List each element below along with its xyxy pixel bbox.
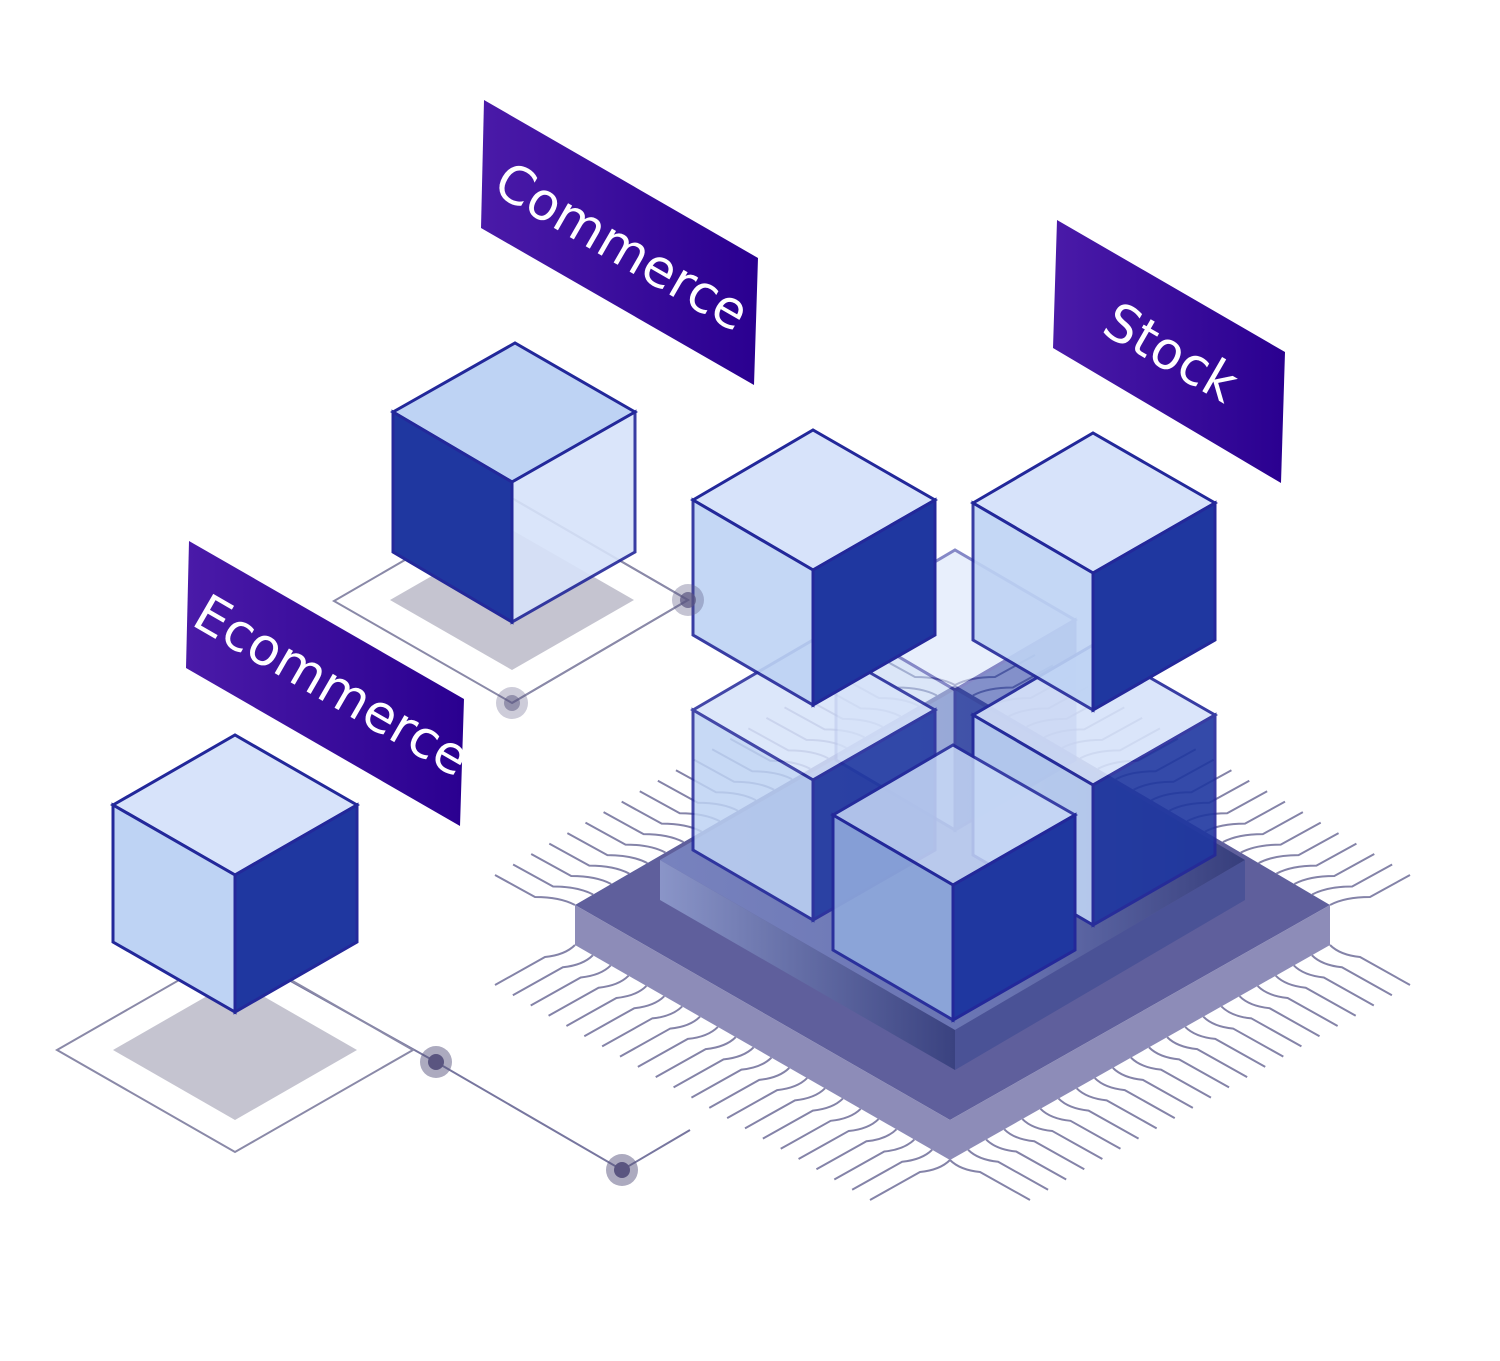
pad-ecommerce bbox=[54, 946, 416, 1154]
label-banner-commerce: Commerce bbox=[481, 100, 759, 385]
connector-node-icon bbox=[420, 1046, 452, 1078]
connector-node-icon bbox=[606, 1154, 638, 1186]
cube-icon bbox=[830, 743, 1079, 1023]
cube-icon bbox=[389, 341, 639, 625]
cube-icon bbox=[690, 428, 939, 708]
cube-icon bbox=[109, 733, 361, 1015]
connector-node-icon bbox=[496, 687, 528, 719]
connector-node-icon bbox=[672, 584, 704, 616]
cube-icon bbox=[970, 431, 1219, 713]
